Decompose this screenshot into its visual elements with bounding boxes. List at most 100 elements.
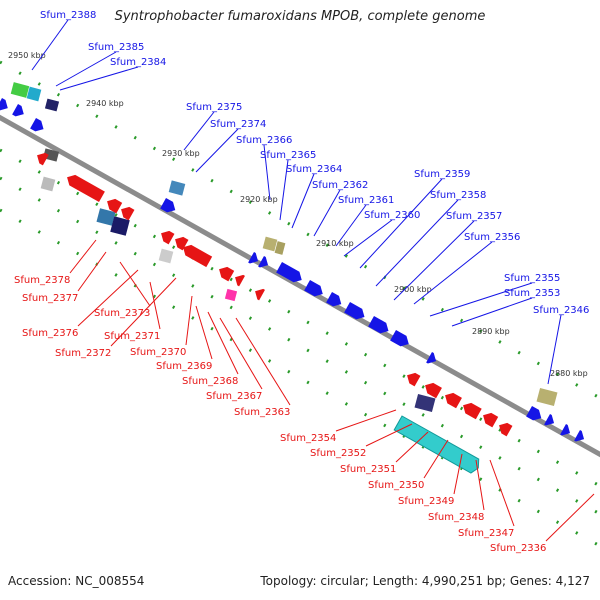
gene-arrow [0,98,8,111]
label-leader [375,199,459,287]
gene-arrow [67,174,105,203]
gene-label: Sfum_2372 [55,348,111,359]
label-leader [77,251,107,292]
gene-label: Sfum_2349 [398,496,454,507]
label-leader [195,128,239,173]
gene-arrow [574,430,585,442]
gene-label: Sfum_2378 [14,275,70,286]
label-leader [263,144,271,201]
gene-box [96,208,116,226]
gene-arrow [160,198,176,213]
label-leader [31,19,69,71]
gene-box [44,98,60,112]
label-leader [110,277,177,347]
tick-label: 2890 kbp [472,327,510,336]
label-leader [69,239,97,274]
label-leader [291,173,315,229]
label-leader [219,317,263,390]
gene-arrow [255,288,265,301]
guide-dots [0,60,600,400]
forward-gene-labels: Sfum_2388Sfum_2385Sfum_2384Sfum_2375Sfum… [31,10,589,385]
label-leader [55,51,117,87]
label-leader [453,453,463,495]
gene-box [262,236,278,252]
gene-label: Sfum_2357 [446,211,502,222]
gene-arrow [121,206,135,221]
genome-backbone [0,114,600,458]
gene-label: Sfum_2368 [182,376,238,387]
label-leader [545,493,595,542]
gene-label: Sfum_2365 [260,150,316,161]
gene-label: Sfum_2351 [340,464,396,475]
gene-arrow [393,415,480,474]
gene-box [274,241,286,255]
gene-label: Sfum_2384 [110,57,166,68]
gene-label: Sfum_2364 [286,164,342,175]
gene-label: Sfum_2358 [430,190,486,201]
gene-arrow [235,274,245,287]
label-leader [365,423,413,447]
gene-label: Sfum_2352 [310,448,366,459]
gene-arrow [445,392,462,409]
gene-arrow [175,236,189,251]
gene-arrow [276,262,302,283]
tick-label: 2950 kbp [8,51,46,60]
gene-label: Sfum_2346 [533,305,589,316]
gene-label: Sfum_2362 [312,180,368,191]
tick-label: 2910 kbp [316,239,354,248]
label-leader [489,459,515,527]
gene-arrow [526,406,542,421]
genome-stats-text: Topology: circular; Length: 4,990,251 bp… [260,574,590,588]
gene-label: Sfum_2366 [236,135,292,146]
gene-label: Sfum_2336 [490,543,546,554]
accession-text: Accession: NC_008554 [8,574,145,588]
label-leader [207,311,239,375]
label-leader [343,219,393,257]
gene-label: Sfum_2371 [104,331,160,342]
tick-label: 2880 kbp [550,369,588,378]
gene-arrow [37,152,49,166]
gene-arrow [425,382,442,399]
gene-label: Sfum_2355 [504,273,560,284]
gene-label: Sfum_2347 [458,528,514,539]
gene-arrow [560,424,571,436]
gene-label: Sfum_2388 [40,10,96,21]
gene-box [26,86,42,102]
gene-arrow [326,292,342,307]
gene-arrow [219,266,235,282]
gene-box [10,82,30,98]
gene-label: Sfum_2348 [428,512,484,523]
gene-label: Sfum_2367 [206,391,262,402]
label-leader [395,431,429,463]
label-leader [335,204,367,247]
axis-dots [0,60,600,548]
gene-arrow [463,402,482,420]
gene-box [110,216,130,236]
label-leader [423,439,449,479]
gene-arrow [30,118,44,132]
gene-label: Sfum_2377 [22,293,78,304]
guide-dots [0,176,600,516]
label-leader [149,281,161,330]
gene-arrow [426,352,437,364]
label-leader [413,241,493,305]
gene-arrow [368,316,389,334]
label-leader [393,220,475,301]
gene-label: Sfum_2369 [156,361,212,372]
gene-arrow [12,104,24,117]
gene-arrow [407,372,421,387]
tick-label: 2920 kbp [240,195,278,204]
gene-box [414,393,436,413]
gene-arrow [499,422,513,437]
label-leader [451,297,533,327]
gene-box [168,180,186,196]
label-leader [429,282,533,317]
tick-label: 2930 kbp [162,149,200,158]
label-leader [335,409,397,432]
label-leader [119,261,151,307]
gene-arrow [248,252,259,264]
map-title: Syntrophobacter fumaroxidans MPOB, compl… [114,9,486,24]
gene-arrow [544,414,555,426]
